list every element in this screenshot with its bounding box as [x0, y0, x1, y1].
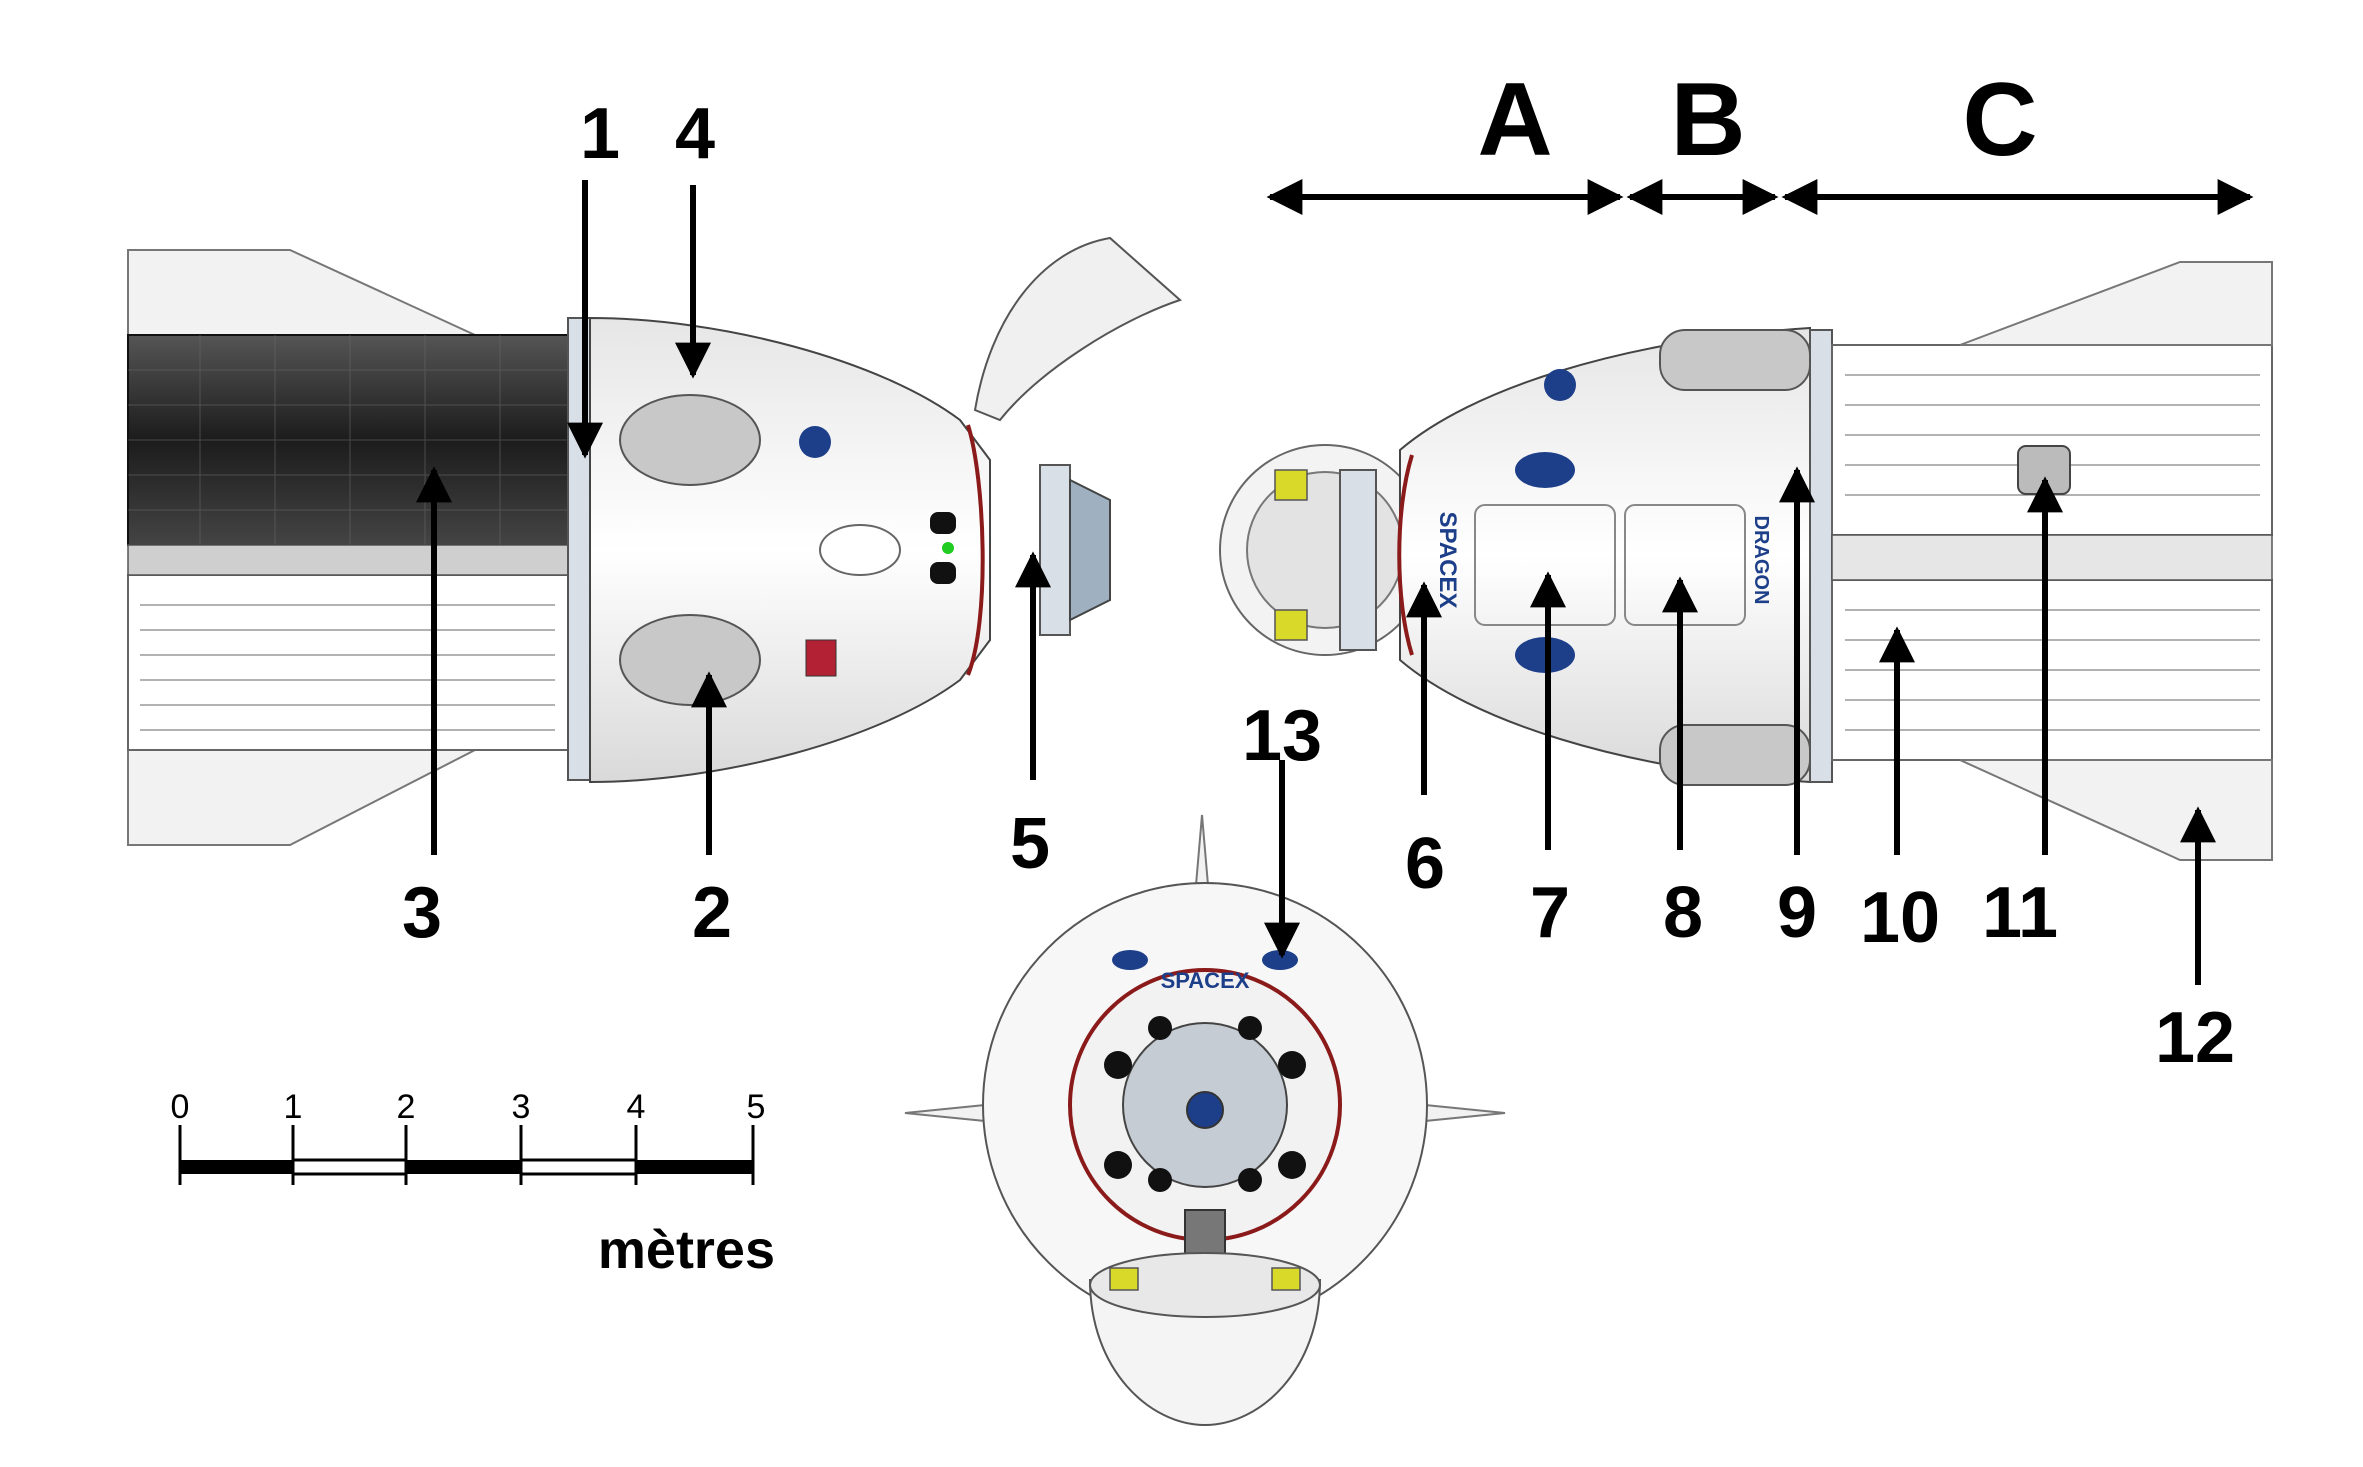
callout-10: 10	[1860, 878, 1940, 958]
callout-13: 13	[1242, 696, 1322, 776]
nasa-logo-left	[799, 426, 831, 458]
callout-8: 8	[1663, 873, 1703, 953]
callout-3: 3	[402, 873, 442, 953]
front-port-4	[1278, 1151, 1306, 1179]
side-view-right: SPACEX DRAGON	[1219, 261, 2273, 861]
panel-8	[1624, 504, 1746, 626]
front-port-2	[1278, 1051, 1306, 1079]
heatshield-line-left	[966, 424, 985, 676]
section-label-a: A	[1477, 62, 1552, 178]
docking-adapter-right	[1339, 469, 1377, 651]
callout-4: 4	[675, 94, 715, 174]
heatshield-line-right	[1397, 454, 1414, 656]
callout-leaders	[416, 180, 2216, 985]
front-nosecone-pad-right	[1271, 1267, 1301, 1291]
scale-tick-1: 1	[284, 1088, 303, 1126]
trunk-radiator	[127, 574, 569, 751]
front-hatch-center	[1186, 1091, 1224, 1129]
nasa-logo-right	[1544, 369, 1576, 401]
us-flag-left	[805, 639, 837, 677]
port-upper	[930, 512, 956, 534]
callout-2: 2	[692, 873, 732, 953]
nosecone-pad-upper	[1274, 469, 1308, 501]
front-port-8	[1238, 1168, 1262, 1192]
scale-units: mètres	[598, 1220, 775, 1280]
thruster-pod-upper	[619, 394, 761, 486]
scale-tick-2: 2	[397, 1088, 416, 1126]
front-fin-top	[1194, 814, 1210, 886]
solar-grid	[128, 335, 568, 545]
scale-tick-3: 3	[512, 1088, 531, 1126]
dragon-logo-side: DRAGON	[1750, 516, 1772, 605]
nosecone-open	[973, 236, 1182, 422]
trunk-right-fin-lower	[1959, 759, 2273, 861]
section-label-b: B	[1670, 62, 1745, 178]
spacex-logo-side: SPACEX	[1434, 512, 1461, 609]
callout-9: 9	[1777, 873, 1817, 953]
front-port-3	[1104, 1151, 1132, 1179]
front-fin-right	[1424, 1103, 1506, 1123]
trunk-right-band	[1831, 534, 2273, 581]
callout-11: 11	[1982, 873, 2058, 953]
scale-seg-3	[519, 1158, 638, 1176]
scale-seg-1	[291, 1158, 408, 1176]
front-port-7	[1148, 1168, 1172, 1192]
green-light	[942, 542, 954, 554]
scale-seg-0	[180, 1160, 293, 1174]
trunk-right-fin-upper	[1959, 261, 2273, 346]
thruster-pod-lower	[619, 614, 761, 706]
scale-tick-4: 4	[627, 1088, 646, 1126]
radiator-lines	[140, 604, 555, 731]
scale-ticks	[178, 1125, 755, 1185]
scale-seg-2	[406, 1160, 521, 1174]
trunk-fin-lower	[127, 749, 476, 846]
nosecone-inner-right	[1246, 471, 1404, 629]
spacex-logo-front: SPACEX	[1161, 968, 1250, 993]
section-dimension-arrows: A B C	[1266, 62, 2254, 215]
scale-seg-4	[636, 1160, 753, 1174]
callout-5: 5	[1010, 804, 1050, 884]
callout-7: 7	[1530, 873, 1570, 953]
scale-tick-0: 0	[171, 1088, 190, 1126]
trunk-right-lines	[1845, 374, 2260, 731]
front-nosecone-pad-left	[1109, 1267, 1139, 1291]
window-upper-right	[1515, 452, 1575, 488]
trunk-fin-upper	[127, 249, 476, 336]
front-nosecone-open	[1088, 1279, 1322, 1427]
front-view: SPACEX	[904, 814, 1506, 1427]
window-side-left	[819, 524, 901, 576]
trunk-right-upper	[1831, 344, 2273, 536]
scale-tick-5: 5	[747, 1088, 766, 1126]
capsule-trunk-joint-right	[1809, 329, 1833, 783]
callout-1: 1	[580, 94, 620, 174]
callout-labels: 1 2 3 4 5 6 7 8 9 10 11 12 13	[402, 94, 2235, 1078]
callout-12: 12	[2155, 998, 2235, 1078]
scale-bar: 0 1 2 3 4 5 mètres	[171, 1088, 775, 1280]
port-lower	[930, 562, 956, 584]
thruster-pod-top-right	[1659, 329, 1811, 391]
section-label-c: C	[1962, 62, 2037, 178]
docking-adapter	[1039, 464, 1071, 636]
capsule-body-left	[589, 316, 991, 784]
front-nosecone-rim	[1089, 1252, 1321, 1318]
side-view-left	[127, 236, 1182, 846]
trunk-band	[127, 544, 569, 576]
docking-ring	[1069, 478, 1111, 622]
front-port-5	[1148, 1016, 1172, 1040]
nosecone-pad-lower	[1274, 609, 1308, 641]
callout-6: 6	[1405, 824, 1445, 904]
front-port-6	[1238, 1016, 1262, 1040]
front-window-left	[1112, 950, 1148, 970]
front-port-1	[1104, 1051, 1132, 1079]
front-fin-left	[904, 1103, 986, 1123]
